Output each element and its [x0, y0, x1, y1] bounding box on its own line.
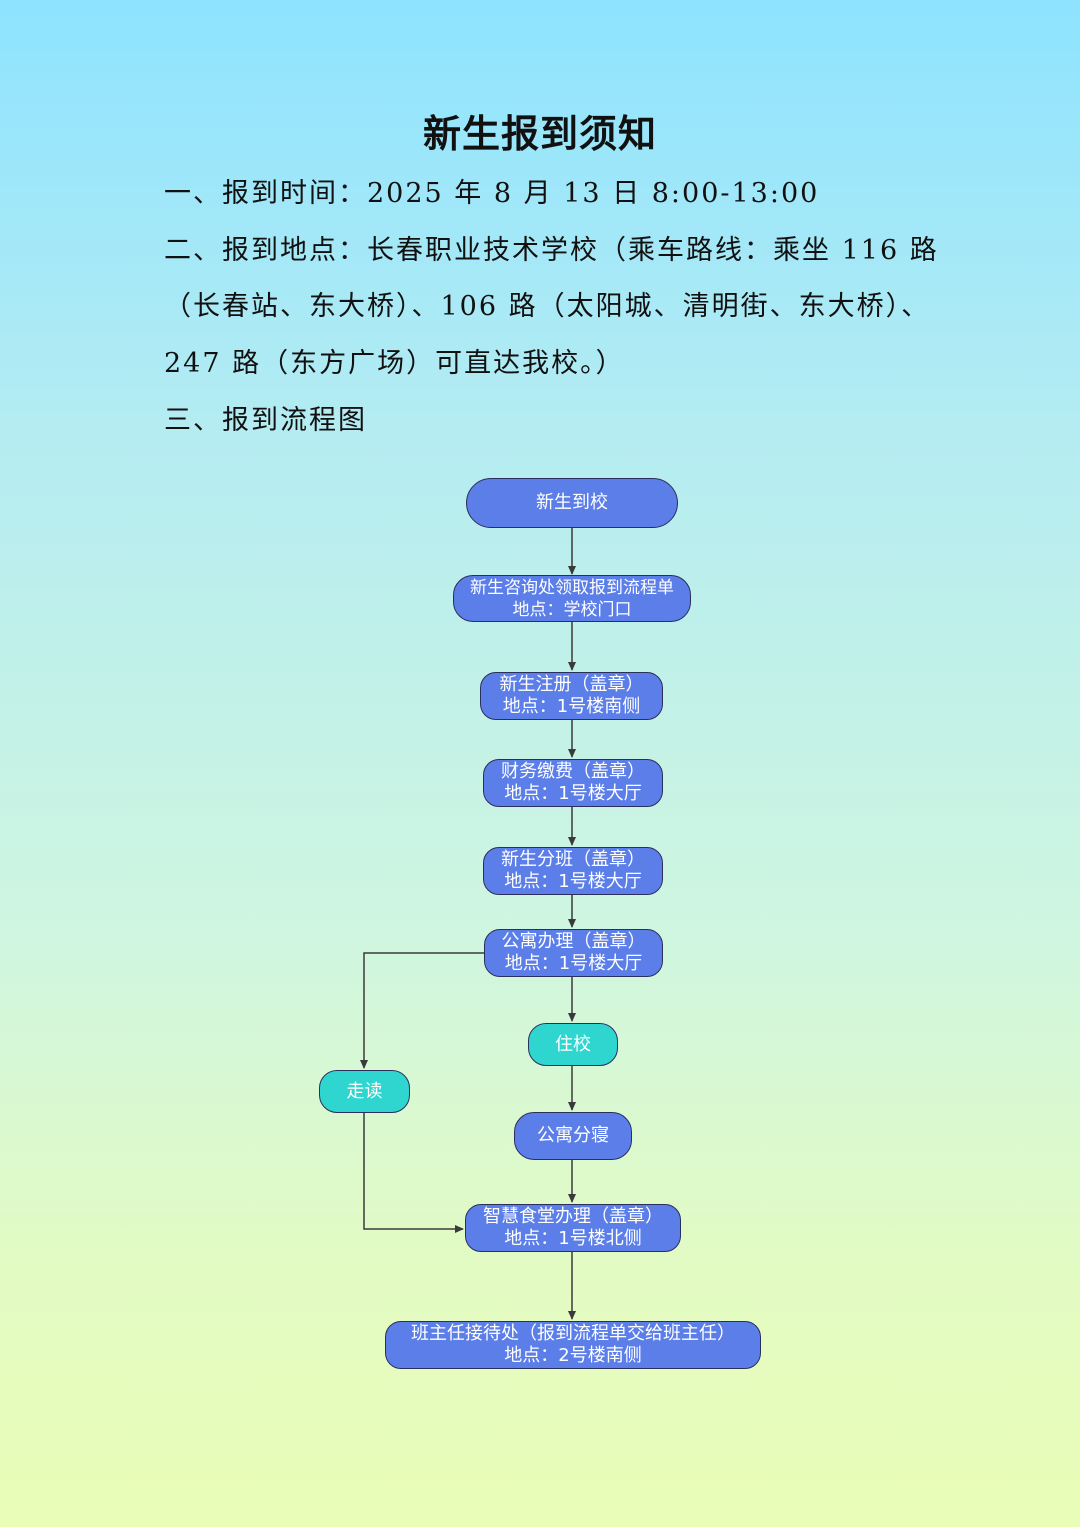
node-arrival: 新生到校 [466, 478, 678, 528]
node-finance: 财务缴费（盖章） 地点：1号楼大厅 [483, 759, 663, 807]
node-canteen-line1: 智慧食堂办理（盖章） [483, 1206, 663, 1227]
node-register: 新生注册（盖章） 地点：1号楼南侧 [480, 672, 663, 720]
node-room: 公寓分寝 [514, 1112, 632, 1160]
node-register-line1: 新生注册（盖章） [499, 674, 644, 695]
node-dorm-line1: 公寓办理（盖章） [501, 931, 646, 952]
node-consult-line2: 地点：学校门口 [512, 599, 632, 620]
node-finance-line1: 财务缴费（盖章） [501, 761, 645, 782]
node-boarding-label: 住校 [555, 1033, 591, 1055]
node-class-line2: 地点：1号楼大厅 [504, 871, 642, 892]
node-consult: 新生咨询处领取报到流程单 地点：学校门口 [453, 575, 691, 622]
edge-day-canteen [363, 1113, 464, 1233]
node-class: 新生分班（盖章） 地点：1号楼大厅 [483, 847, 663, 895]
node-class-line1: 新生分班（盖章） [501, 849, 645, 870]
node-room-label: 公寓分寝 [537, 1125, 609, 1146]
info-time: 一、报到时间：2025 年 8 月 13 日 8:00-13:00 [164, 178, 820, 209]
page-title: 新生报到须知 [422, 112, 657, 156]
node-boarding: 住校 [528, 1023, 618, 1066]
node-dorm-line2: 地点：1号楼大厅 [504, 953, 643, 974]
flowchart-heading: 三、报到流程图 [164, 405, 367, 436]
node-consult-line1: 新生咨询处领取报到流程单 [470, 577, 674, 598]
node-teacher-line2: 地点：2号楼南侧 [504, 1345, 642, 1366]
node-arrival-label: 新生到校 [536, 492, 608, 513]
edge-dorm-day [360, 952, 484, 1069]
node-register-line2: 地点：1号楼南侧 [502, 696, 641, 717]
info-route-1: （长春站、东大桥）、106 路（太阳城、清明街、东大桥）、 [164, 291, 931, 322]
node-day-student: 走读 [319, 1070, 410, 1113]
node-teacher-line1: 班主任接待处（报到流程单交给班主任） [411, 1323, 735, 1344]
node-day-student-label: 走读 [346, 1080, 383, 1102]
node-teacher: 班主任接待处（报到流程单交给班主任） 地点：2号楼南侧 [385, 1321, 761, 1369]
info-route-2: 247 路（东方广场）可直达我校。） [164, 348, 625, 379]
node-dorm: 公寓办理（盖章） 地点：1号楼大厅 [484, 929, 663, 977]
node-canteen: 智慧食堂办理（盖章） 地点：1号楼北侧 [465, 1204, 681, 1252]
node-canteen-line2: 地点：1号楼北侧 [504, 1228, 642, 1249]
node-finance-line2: 地点：1号楼大厅 [504, 783, 642, 804]
info-location: 二、报到地点：长春职业技术学校（乘车路线：乘坐 116 路 [164, 235, 939, 266]
